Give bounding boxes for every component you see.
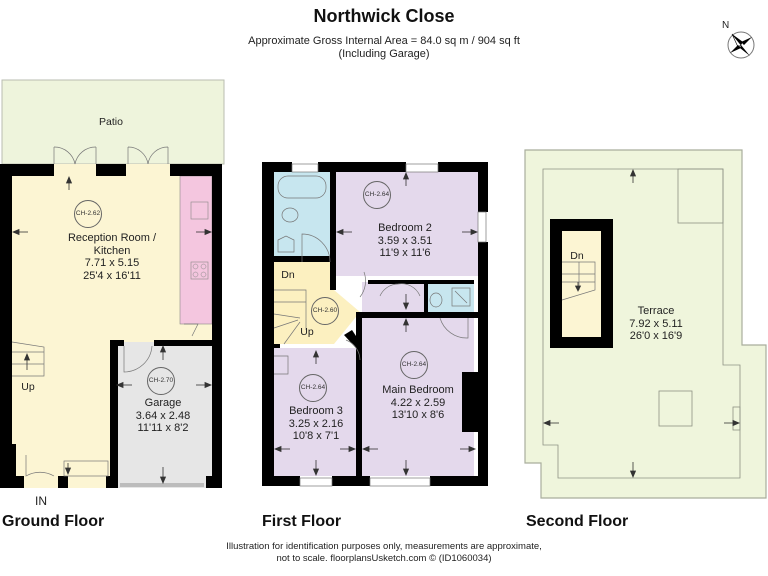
bedroom2-ceiling-height: CH-2.64 xyxy=(363,181,391,209)
room-name: Bedroom 3 xyxy=(289,405,343,417)
reception-ceiling-height: CH-2.62 xyxy=(74,200,102,228)
room-metric: 7.71 x 5.15 xyxy=(84,257,140,269)
terrace-stairs-down-label: Dn xyxy=(570,250,584,262)
patio-label: Patio xyxy=(99,116,123,128)
room-metric: 3.59 x 3.51 xyxy=(377,234,433,247)
landing-up-label: Up xyxy=(300,326,314,338)
area-summary: Approximate Gross Internal Area = 84.0 s… xyxy=(0,35,768,61)
room-imperial: 11'11 x 8'2 xyxy=(137,422,189,434)
compass-north-label: N xyxy=(722,20,730,31)
entrance-label: IN xyxy=(35,494,47,508)
north-compass-icon: N xyxy=(720,20,758,64)
bedroom3-ceiling-height: CH-2.64 xyxy=(299,374,327,402)
room-terrace: Terrace 7.92 x 5.11 26'0 x 16'9 xyxy=(629,305,683,343)
room-reception-kitchen: Reception Room / Kitchen 7.71 x 5.15 25'… xyxy=(68,232,156,282)
stairs-up-label: Up xyxy=(21,381,35,393)
room-metric: 7.92 x 5.11 xyxy=(629,317,683,330)
room-imperial: 11'9 x 11'6 xyxy=(379,247,431,259)
room-name: Reception Room / xyxy=(67,232,157,244)
landing-down-label: Dn xyxy=(281,269,295,281)
area-line: Approximate Gross Internal Area = 84.0 s… xyxy=(248,35,520,47)
room-bedroom-2: Bedroom 2 3.59 x 3.51 11'9 x 11'6 xyxy=(378,222,432,260)
room-imperial: 13'10 x 8'6 xyxy=(391,409,445,421)
page-title: Northwick Close xyxy=(313,6,455,26)
garage-ceiling-height: CH-2.70 xyxy=(147,367,175,395)
area-note: (Including Garage) xyxy=(338,48,430,60)
room-name: Terrace xyxy=(637,305,675,317)
landing-ceiling-height: CH-2.60 xyxy=(311,297,339,325)
second-floor-label: Second Floor xyxy=(526,513,629,530)
disclaimer-line-1: Illustration for identification purposes… xyxy=(226,541,542,552)
room-metric: 3.64 x 2.48 xyxy=(135,409,191,422)
room-name: Bedroom 2 xyxy=(378,222,432,234)
room-imperial: 25'4 x 16'11 xyxy=(83,269,141,282)
room-metric: 3.25 x 2.16 xyxy=(288,417,344,430)
room-name-cont: Kitchen xyxy=(93,244,131,257)
room-garage: Garage 3.64 x 2.48 11'11 x 8'2 xyxy=(136,397,190,435)
first-floor-label: First Floor xyxy=(262,513,342,530)
main-bedroom-ceiling-height: CH-2.64 xyxy=(400,351,428,379)
room-name: Garage xyxy=(144,397,182,409)
disclaimer-line-2: not to scale. floorplansUsketch.com © (I… xyxy=(276,553,492,564)
ground-floor-label: Ground Floor xyxy=(2,513,105,530)
room-imperial: 10'8 x 7'1 xyxy=(292,430,340,442)
room-name: Main Bedroom xyxy=(382,384,454,396)
room-bedroom-3: Bedroom 3 3.25 x 2.16 10'8 x 7'1 xyxy=(289,405,343,443)
room-imperial: 26'0 x 16'9 xyxy=(629,330,683,342)
room-main-bedroom: Main Bedroom 4.22 x 2.59 13'10 x 8'6 xyxy=(382,384,454,422)
room-metric: 4.22 x 2.59 xyxy=(390,396,446,409)
disclaimer: Illustration for identification purposes… xyxy=(0,541,768,565)
